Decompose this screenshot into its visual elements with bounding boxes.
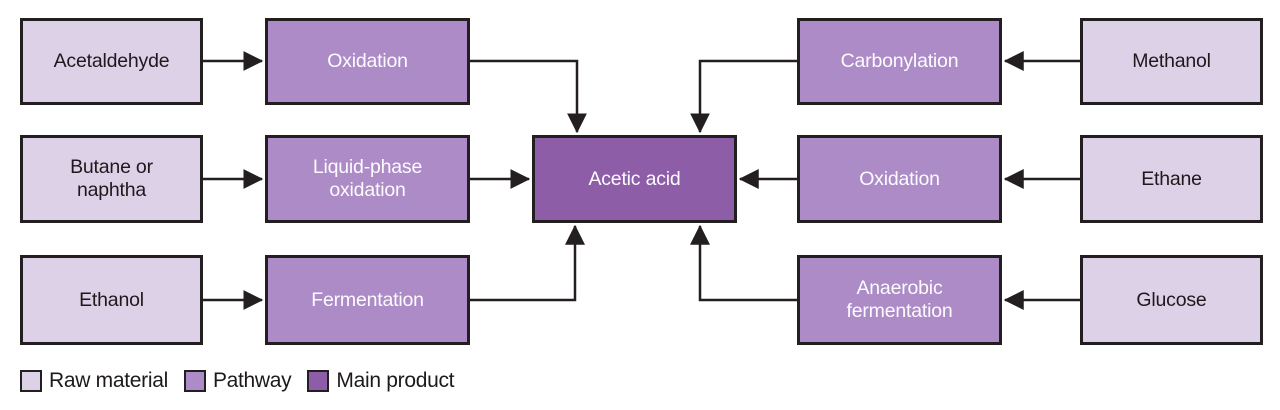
node-ethanol: Ethanol bbox=[20, 255, 203, 345]
node-label: Liquid-phase oxidation bbox=[312, 156, 423, 201]
node-label: Acetic acid bbox=[588, 167, 681, 190]
legend-label: Raw material bbox=[49, 369, 168, 392]
node-label: Oxidation bbox=[327, 50, 408, 72]
legend-swatch-pathway bbox=[183, 370, 206, 392]
node-oxidation-top-left: Oxidation bbox=[265, 18, 470, 105]
legend: Raw material Pathway Main product bbox=[20, 369, 454, 393]
node-acetic-acid: Acetic acid bbox=[532, 135, 737, 223]
legend-item-pathway: Pathway bbox=[183, 369, 292, 393]
node-butane-or-naphtha: Butane or naphtha bbox=[20, 135, 203, 223]
legend-label: Main product bbox=[336, 369, 455, 392]
node-methanol: Methanol bbox=[1080, 18, 1263, 105]
legend-swatch-main-product bbox=[307, 370, 330, 392]
node-label: Carbonylation bbox=[840, 50, 959, 72]
node-label: Methanol bbox=[1132, 50, 1211, 72]
edge-fermentation-to-acetic-acid bbox=[470, 224, 585, 302]
node-fermentation: Fermentation bbox=[265, 255, 470, 345]
node-label: Butane or naphtha bbox=[70, 156, 153, 201]
node-ethane: Ethane bbox=[1080, 135, 1263, 223]
legend-swatch-raw-material bbox=[20, 370, 42, 392]
node-anaerobic-fermentation: Anaerobic fermentation bbox=[797, 255, 1002, 345]
node-oxidation-mid-right: Oxidation bbox=[797, 135, 1002, 223]
legend-label: Pathway bbox=[212, 369, 292, 392]
node-label: Anaerobic fermentation bbox=[846, 277, 953, 322]
edge-carbonylation-to-acetic-acid bbox=[690, 59, 797, 134]
node-label: Fermentation bbox=[311, 288, 424, 311]
node-acetaldehyde: Acetaldehyde bbox=[20, 18, 203, 105]
node-label: Oxidation bbox=[859, 167, 940, 190]
legend-item-raw-material: Raw material bbox=[20, 369, 168, 393]
node-carbonylation: Carbonylation bbox=[797, 18, 1002, 105]
edge-oxidation-to-acetic-acid bbox=[470, 59, 587, 134]
node-label: Ethanol bbox=[79, 288, 144, 311]
node-glucose: Glucose bbox=[1080, 255, 1263, 345]
node-label: Acetaldehyde bbox=[53, 50, 170, 72]
legend-item-main-product: Main product bbox=[307, 369, 454, 393]
node-label: Glucose bbox=[1136, 288, 1207, 311]
node-label: Ethane bbox=[1141, 167, 1202, 190]
node-liquid-phase-oxidation: Liquid-phase oxidation bbox=[265, 135, 470, 223]
edge-anaerobic-fermentation-to-acetic-acid bbox=[690, 224, 797, 302]
